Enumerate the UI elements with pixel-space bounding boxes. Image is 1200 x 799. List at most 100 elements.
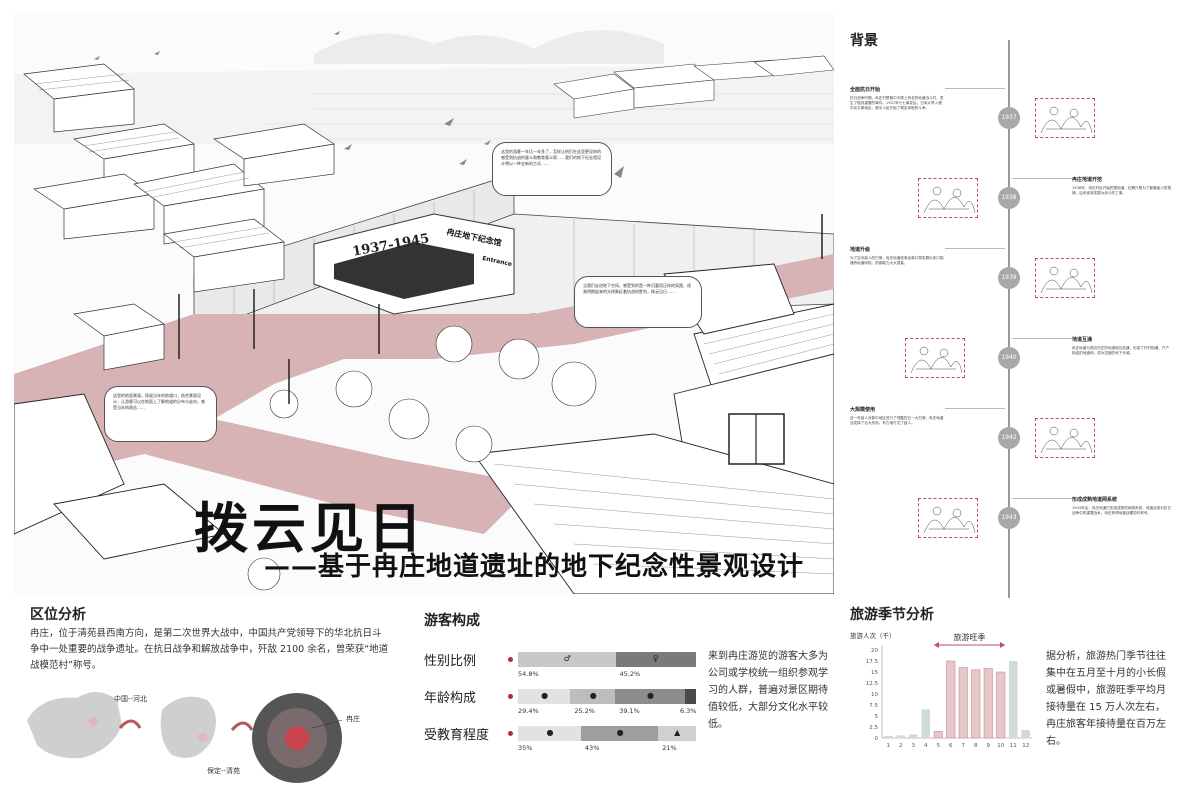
timeline-year-1939: 1939	[998, 267, 1020, 289]
timeline-heading: 地道升级	[850, 247, 871, 253]
visitor-percentage: 39.1%	[619, 707, 640, 715]
timeline-connector	[945, 88, 1005, 89]
timeline-sketch-image	[918, 498, 978, 538]
y-tick-label: 17.5	[866, 659, 879, 665]
season-bar	[884, 735, 893, 738]
y-axis-label: 旅游人次（千）	[850, 631, 896, 640]
timeline-connector	[945, 408, 1005, 409]
y-tick-label: 2.5	[869, 725, 878, 731]
timeline-heading: 地道互通	[1072, 337, 1093, 343]
row-marker-dot	[508, 694, 513, 699]
visitor-bar	[518, 652, 696, 667]
x-tick-label: 4	[924, 743, 928, 749]
peak-arrow-right-icon	[1000, 642, 1005, 648]
map-label-ranzhuang: 冉庄	[346, 715, 360, 723]
timeline-heading: 大规模使用	[850, 407, 876, 413]
season-bar	[933, 731, 943, 739]
season-text: 据分析，旅游热门季节往往集中在五月至十月的小长假或暑假中，旅游旺季平均月接待量在…	[1046, 651, 1166, 747]
visitor-bar-segment	[518, 652, 616, 667]
visitors-text: 来到冉庄游览的游客大多为公司或学校统一组织参观学习的人群，普遍对景区期待值较低，…	[708, 651, 828, 730]
visitor-bar	[518, 689, 696, 704]
timeline-text: 1943年后，冉庄地道已形成成熟的网络系统，地道战成为抗日战争中的重要战术，冉庄…	[1072, 506, 1171, 516]
x-tick-label: 5	[937, 743, 941, 749]
map-label-china: 中国--河北	[114, 695, 148, 703]
season-bar	[946, 660, 956, 739]
visitor-percentage: 54.8%	[518, 670, 539, 678]
timeline-title: 背景	[850, 33, 878, 49]
visitor-bar-segment	[518, 689, 571, 704]
child-icon: ●	[541, 691, 549, 700]
season-bar	[909, 734, 918, 738]
timeline-year-1942: 1942	[998, 427, 1020, 449]
season-bar	[983, 668, 993, 739]
visitor-row-label: 年龄构成	[424, 691, 477, 706]
row-marker-dot	[508, 731, 513, 736]
x-tick-label: 12	[1022, 743, 1029, 749]
female-icon: ♀	[652, 654, 659, 663]
season-bar	[896, 735, 905, 738]
hero-callout-2: 当我们走进地下空间，感受到的是一种沉重而压抑的氛围，逐渐明朗起来的光线象征着抗战…	[574, 276, 702, 328]
season-bar	[996, 671, 1006, 739]
timeline-text: 1938年，冉庄村民开始挖掘地道，初期只是为了躲避敌人的搜捕，后来逐渐发展为战斗…	[1072, 186, 1171, 196]
y-tick-label: 20	[871, 648, 878, 654]
x-tick-label: 1	[887, 743, 891, 749]
timeline-text: 抗日战争时期，冉庄村是冀中平原上有名的地道战斗村，发生了极其重要的事件。1937…	[850, 96, 944, 111]
timeline-year-1938: 1938	[998, 187, 1020, 209]
x-tick-label: 7	[962, 743, 966, 749]
visitors-title: 游客构成	[424, 613, 480, 629]
visitor-percentage: 35%	[518, 744, 533, 752]
y-tick-label: 7.5	[869, 703, 878, 709]
y-tick-label: 5	[875, 714, 879, 720]
x-tick-label: 3	[912, 743, 916, 749]
hero-callout-1: 这里的游客一年比一年多了，怎样让他们在这里更深刻的感受到抗战的意义和教育意义呢……	[492, 142, 612, 196]
timeline-sketch-image	[1035, 258, 1095, 298]
timeline-text: 这一年敌人对冀中地区进行了残酷的五一大扫荡，冉庄地道战发挥了巨大作用，有力地打击…	[850, 416, 944, 426]
visitor-bar-segment	[580, 726, 659, 741]
timeline-connector	[945, 248, 1005, 249]
location-title: 区位分析	[30, 607, 86, 623]
timeline-sketch-image	[918, 178, 978, 218]
location-maps: 中国--河北 保定--清苑 冉庄	[22, 680, 392, 790]
group-icon: ●	[646, 691, 654, 700]
timeline-heading: 形成成熟地道网系统	[1072, 497, 1118, 503]
person-icon: ●	[616, 728, 624, 737]
visitor-percentage: 21%	[662, 744, 677, 752]
x-tick-label: 10	[997, 743, 1004, 749]
y-tick-label: 12.5	[866, 681, 879, 687]
page-title: 拨云见日	[194, 496, 426, 560]
season-bar	[958, 667, 968, 739]
visitor-row-label: 受教育程度	[424, 728, 490, 743]
timeline-axis	[1008, 40, 1010, 598]
y-tick-label: 15	[871, 670, 878, 676]
visitor-percentage: 43%	[584, 744, 600, 752]
x-tick-label: 6	[949, 743, 953, 749]
timeline-connector	[1012, 498, 1072, 499]
y-tick-label: 0	[875, 736, 879, 742]
timeline-connector	[1012, 178, 1072, 179]
x-tick-label: 9	[987, 743, 991, 749]
visitor-bar-segment	[615, 689, 685, 704]
timeline-year-1943: 1943	[998, 507, 1020, 529]
peak-season-label: 旅游旺季	[954, 632, 986, 642]
visitor-bar-segment	[615, 652, 696, 667]
timeline-year-1937: 1937	[998, 107, 1020, 129]
timeline-heading: 全面抗日开始	[850, 87, 881, 93]
visitor-percentage: 25.2%	[574, 707, 595, 715]
adult-icon: ●	[589, 691, 597, 700]
visitor-bar	[518, 726, 696, 741]
visitor-percentage: 29.4%	[518, 707, 539, 715]
map-label-baoding: 保定--清苑	[207, 767, 241, 775]
season-title: 旅游季节分析	[850, 607, 934, 623]
timeline-heading: 冉庄地道开挖	[1072, 177, 1103, 183]
row-marker-dot	[508, 657, 513, 662]
season-bar	[1009, 661, 1018, 738]
season-bar	[971, 669, 981, 739]
timeline-text: 为了应对敌人的扫荡，冉庄地道逐渐由单口洞发展为多口相通的地道网络，防御能力大大提…	[850, 256, 944, 266]
page-subtitle: ——基于冉庄地道遗址的地下纪念性景观设计	[264, 552, 805, 582]
timeline-sketch-image	[1035, 98, 1095, 138]
peak-arrow-left-icon	[934, 642, 939, 648]
timeline-year-1940: 1940	[998, 347, 1020, 369]
location-text: 冉庄，位于清苑县西南方向，是第二次世界大战中，中国共产党领导下的华北抗日斗争中一…	[30, 628, 389, 671]
